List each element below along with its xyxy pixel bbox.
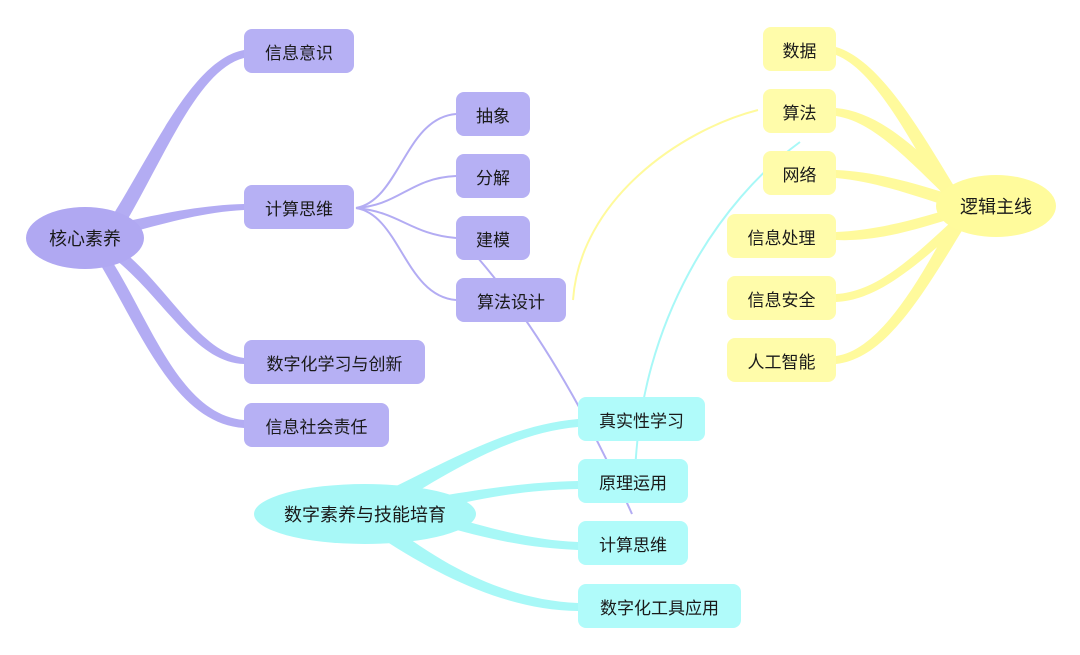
node-algorithm-design-label: 算法设计 xyxy=(477,292,545,313)
node-info-security[interactable]: 信息安全 xyxy=(727,276,836,320)
node-computational-thinking-digital[interactable]: 计算思维 xyxy=(578,521,688,565)
node-digital-learning-innovation[interactable]: 数字化学习与创新 xyxy=(244,340,425,384)
node-model[interactable]: 建模 xyxy=(456,216,530,260)
node-algorithm-design[interactable]: 算法设计 xyxy=(456,278,566,322)
node-algorithm-label: 算法 xyxy=(782,103,817,124)
node-digital-tool-application-label: 数字化工具应用 xyxy=(600,598,719,619)
link-computing-to-abstract xyxy=(355,113,457,209)
node-computational-thinking-label: 计算思维 xyxy=(265,199,333,220)
node-info-awareness-label: 信息意识 xyxy=(265,43,333,64)
node-decompose[interactable]: 分解 xyxy=(456,154,530,198)
link-logic-to-info-processing xyxy=(836,206,960,241)
node-principle-application-label: 原理运用 xyxy=(599,473,667,494)
link-algorithm-design-to-algorithm xyxy=(572,109,759,301)
node-artificial-intelligence-label: 人工智能 xyxy=(747,352,816,373)
link-core-to-social-responsibility xyxy=(100,258,244,428)
node-artificial-intelligence[interactable]: 人工智能 xyxy=(727,338,836,382)
link-logic-to-algorithm xyxy=(836,108,964,206)
link-digital-to-computing xyxy=(436,514,578,550)
node-authentic-learning-label: 真实性学习 xyxy=(599,411,684,432)
link-computing-to-algorithm-design xyxy=(355,207,457,301)
root-digital-literacy-label: 数字素养与技能培育 xyxy=(284,505,446,526)
node-abstract-label: 抽象 xyxy=(476,106,510,127)
node-computational-thinking-digital-label: 计算思维 xyxy=(599,535,667,556)
root-logic-mainline-label: 逻辑主线 xyxy=(960,197,1032,218)
node-network[interactable]: 网络 xyxy=(763,151,836,195)
root-core-literacy[interactable]: 核心素养 xyxy=(26,207,144,269)
link-logic-to-network xyxy=(836,170,962,210)
link-core-to-digital-learning xyxy=(116,252,244,364)
node-principle-application[interactable]: 原理运用 xyxy=(578,459,688,503)
node-digital-tool-application[interactable]: 数字化工具应用 xyxy=(578,584,741,628)
root-logic-mainline[interactable]: 逻辑主线 xyxy=(936,175,1056,237)
node-decompose-label: 分解 xyxy=(476,168,510,189)
node-info-social-responsibility[interactable]: 信息社会责任 xyxy=(244,403,389,447)
node-model-label: 建模 xyxy=(476,230,510,251)
node-info-security-label: 信息安全 xyxy=(747,290,816,311)
link-computing-to-decompose xyxy=(355,175,457,209)
link-core-to-info-awareness xyxy=(102,50,244,242)
node-data-label: 数据 xyxy=(782,41,817,62)
node-authentic-learning[interactable]: 真实性学习 xyxy=(578,397,705,441)
node-data[interactable]: 数据 xyxy=(763,27,836,71)
node-network-label: 网络 xyxy=(782,165,817,186)
root-core-literacy-label: 核心素养 xyxy=(49,229,121,250)
node-abstract[interactable]: 抽象 xyxy=(456,92,530,136)
link-core-to-computing xyxy=(128,204,244,232)
node-info-processing-label: 信息处理 xyxy=(747,228,816,249)
node-computational-thinking[interactable]: 计算思维 xyxy=(244,185,354,229)
node-algorithm[interactable]: 算法 xyxy=(763,89,836,133)
link-digital-to-principle xyxy=(440,481,578,508)
root-digital-literacy[interactable]: 数字素养与技能培育 xyxy=(254,484,476,544)
link-logic-to-ai xyxy=(836,216,966,364)
node-info-processing[interactable]: 信息处理 xyxy=(727,214,836,258)
link-computing-to-model xyxy=(355,207,457,239)
node-info-social-responsibility-label: 信息社会责任 xyxy=(265,417,368,438)
node-digital-learning-innovation-label: 数字化学习与创新 xyxy=(266,354,403,375)
node-info-awareness[interactable]: 信息意识 xyxy=(244,29,354,73)
